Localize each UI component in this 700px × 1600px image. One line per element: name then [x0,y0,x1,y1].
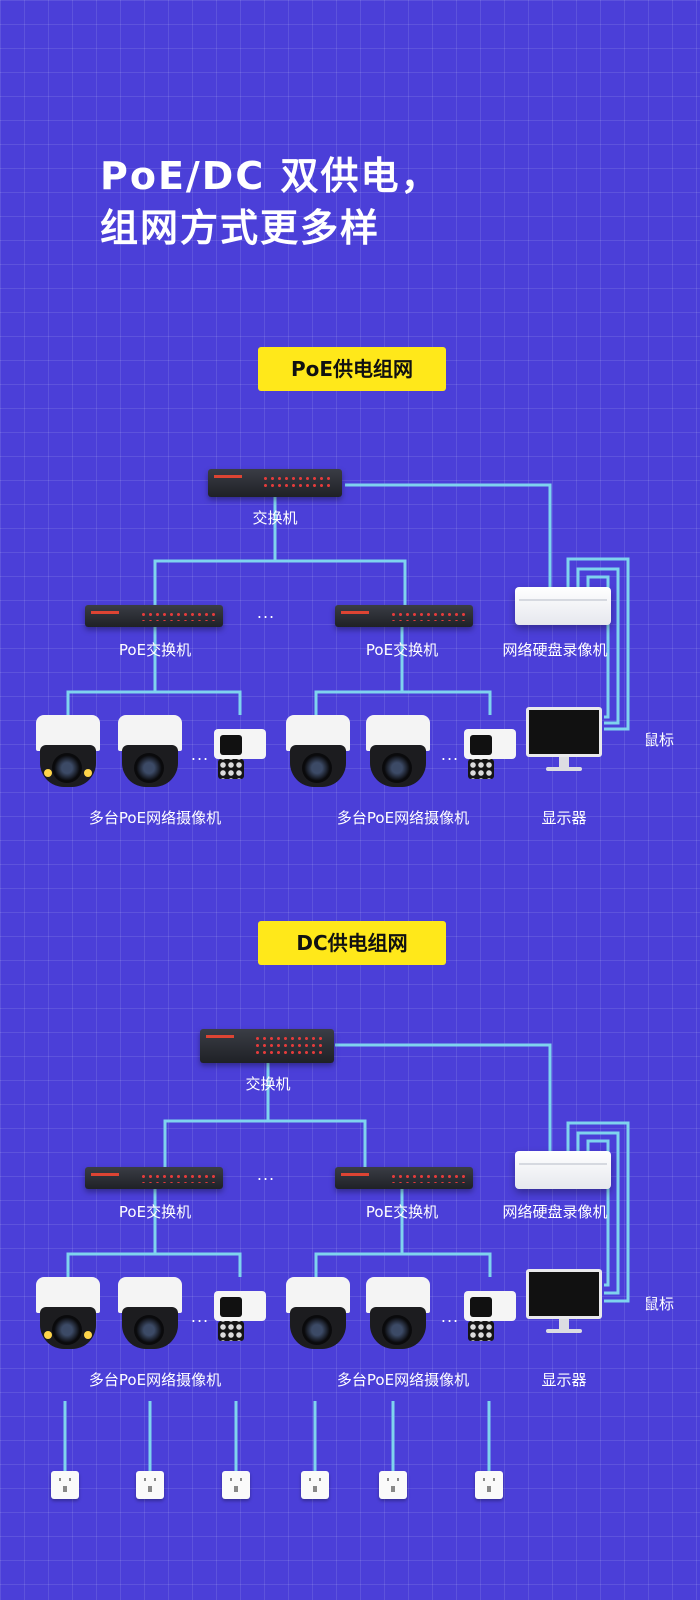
core-switch-icon [200,1029,334,1063]
bullet-camera-icon [214,729,266,779]
headline-line-1: PoE/DC 双供电， [100,154,441,198]
wire-nvr-to-monitor-1 [566,557,630,731]
nvr-label: 网络硬盘录像机 [502,641,608,659]
nvr-icon [515,587,611,625]
bullet-camera-icon [464,729,516,779]
bullet-camera-icon [464,1291,516,1341]
poe-switch-right-icon [335,1167,473,1189]
poe-switch-left-label: PoE交换机 [118,1203,192,1221]
nvr-icon [515,1151,611,1189]
power-outlet-icon [51,1471,79,1499]
wire-nvr-to-mouse [586,1139,610,1287]
poe-switch-right-label: PoE交换机 [365,641,439,659]
section-badge: PoE供电组网 [258,347,446,391]
power-outlet-icon [222,1471,250,1499]
wire-poe-right-to-cams [314,1189,492,1277]
monitor-label: 显示器 [541,1371,587,1389]
camera-ellipsis: ... [440,1307,460,1326]
camera-ellipsis: ... [190,745,210,764]
core-switch-label: 交换机 [245,1075,291,1093]
wire-nvr-to-mouse [586,575,610,719]
wire-nvr-to-monitor-1 [566,1121,630,1303]
dome-camera-icon [366,715,430,791]
cameras-left-label: 多台PoE网络摄像机 [88,1371,222,1389]
mouse-label: 鼠标 [644,1295,675,1313]
bullet-camera-icon [214,1291,266,1341]
wire-core-to-poe-switches [163,1119,367,1167]
nvr-label: 网络硬盘录像机 [502,1203,608,1221]
poe-switch-left-icon [85,1167,223,1189]
wire-core-to-nvr [335,1043,552,1157]
dome-camera-icon [118,715,182,791]
section-poe-network: PoE供电组网 交换机 ... PoE交换机 PoE交换机 网络硬盘录像机 鼠标… [0,347,700,967]
poe-switch-right-label: PoE交换机 [365,1203,439,1221]
power-outlet-icon [301,1471,329,1499]
network-wires [66,483,630,731]
network-wires [63,1043,630,1471]
cameras-right-label: 多台PoE网络摄像机 [336,809,470,827]
wire-nvr-to-monitor-2 [576,567,620,725]
wire-poe-left-to-cams [66,1189,242,1277]
monitor-icon [526,1269,602,1333]
wire-nvr-to-monitor-2 [576,1131,620,1295]
section-badge: DC供电组网 [258,921,446,965]
dome-camera-icon [118,1277,182,1353]
wire-core-to-nvr [345,483,552,595]
wire-poe-right-to-cams [314,627,492,715]
dome-camera-icon [286,1277,350,1353]
wire-core-to-poe-switches [153,559,407,605]
poe-switch-left-label: PoE交换机 [118,641,192,659]
power-outlet-icon [475,1471,503,1499]
dome-camera-icon [36,715,100,791]
dome-camera-icon [286,715,350,791]
core-switch-label: 交换机 [252,509,298,527]
cameras-left-label: 多台PoE网络摄像机 [88,809,222,827]
poe-switch-left-icon [85,605,223,627]
dome-camera-icon [366,1277,430,1353]
cameras-right-label: 多台PoE网络摄像机 [336,1371,470,1389]
section-dc-network: DC供电组网 交换机 ... PoE交换机 PoE交换机 网络硬盘录像机 鼠标 … [0,921,700,1541]
power-outlet-icon [136,1471,164,1499]
page-headline: PoE/DC 双供电， 组网方式更多样 [100,150,440,254]
wire-cameras-to-power [63,1401,491,1471]
camera-ellipsis: ... [190,1307,210,1326]
headline-line-2: 组网方式更多样 [100,206,381,250]
switch-ellipsis: ... [256,1165,276,1184]
poe-switch-right-icon [335,605,473,627]
mouse-label: 鼠标 [644,731,675,749]
core-switch-icon [208,469,342,497]
camera-ellipsis: ... [440,745,460,764]
dome-camera-icon [36,1277,100,1353]
power-outlet-icon [379,1471,407,1499]
switch-ellipsis: ... [256,603,276,622]
wire-poe-left-to-cams [66,627,242,715]
monitor-icon [526,707,602,771]
monitor-label: 显示器 [541,809,587,827]
